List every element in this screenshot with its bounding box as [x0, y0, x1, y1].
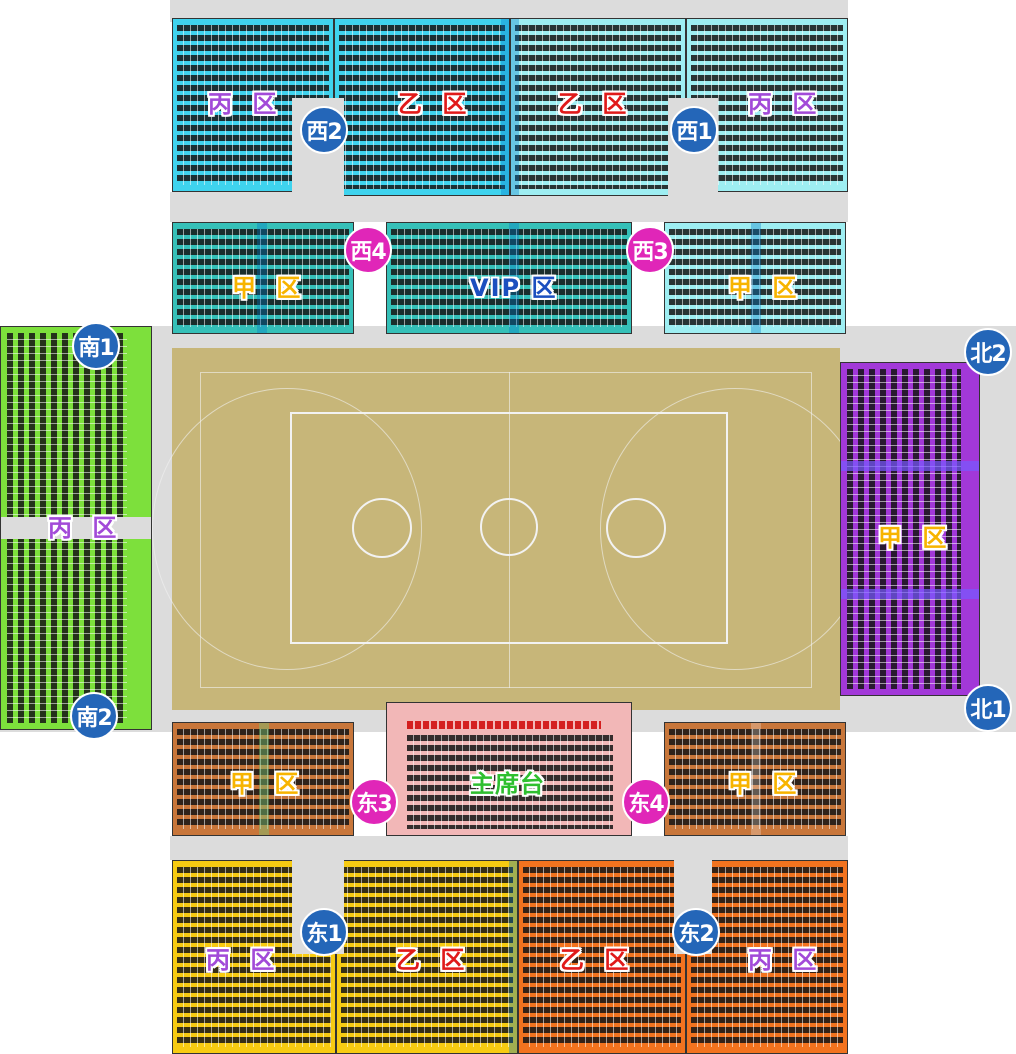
seat-grid: [391, 229, 627, 327]
zone-label-east-yi-right: 乙 区: [560, 946, 635, 974]
seat-grid: [407, 735, 613, 829]
aisle: [841, 461, 979, 471]
zone-label-east-jia-right: 甲 区: [728, 770, 803, 798]
zone-label-north-jia: 甲 区: [878, 524, 953, 552]
zone-label-south-bing: 丙 区: [48, 514, 123, 542]
basketball-court: [152, 348, 870, 710]
aisle: [257, 223, 267, 333]
aisle: [509, 861, 517, 1053]
section-east-jia-right[interactable]: [664, 722, 846, 836]
section-main-stand[interactable]: [386, 702, 632, 836]
west-gap-corridor: [170, 192, 848, 222]
gate-north1[interactable]: 北1: [964, 684, 1012, 732]
zone-label-east-bing-right: 丙 区: [748, 946, 823, 974]
zone-label-west-bing-right: 丙 区: [748, 90, 823, 118]
gate-west2[interactable]: 西2: [300, 106, 348, 154]
aisle: [259, 723, 269, 835]
section-south-bing[interactable]: [0, 326, 152, 730]
zone-label-east-bing-left: 丙 区: [206, 946, 281, 974]
west-corridor: [170, 0, 848, 22]
section-east-jia-left[interactable]: [172, 722, 354, 836]
seat-grid: [339, 25, 505, 189]
gate-south1[interactable]: 南1: [72, 322, 120, 370]
gate-west4[interactable]: 西4: [344, 226, 392, 274]
gate-east3[interactable]: 东3: [350, 778, 398, 826]
gate-west3[interactable]: 西3: [626, 226, 674, 274]
section-east-yi-right[interactable]: [518, 860, 686, 1054]
zone-label-vip: VIP 区: [470, 274, 558, 302]
section-east-bing-right[interactable]: [686, 860, 848, 1054]
gate-north2[interactable]: 北2: [964, 328, 1012, 376]
zone-label-west-yi-left: 乙 区: [398, 90, 473, 118]
seat-grid: [515, 25, 681, 189]
east-corridor-top: [170, 836, 848, 860]
zone-label-west-yi-right: 乙 区: [558, 90, 633, 118]
aisle: [841, 589, 979, 599]
gate-east4[interactable]: 东4: [622, 778, 670, 826]
seat-grid: [177, 729, 349, 829]
zone-label-east-yi-left: 乙 区: [396, 946, 471, 974]
seat-grid: [177, 229, 349, 327]
gate-west1[interactable]: 西1: [670, 106, 718, 154]
aisle: [501, 19, 509, 195]
seat-grid: [691, 867, 843, 1047]
section-west-jia-left[interactable]: [172, 222, 354, 334]
zone-label-west-jia-left: 甲 区: [232, 274, 307, 302]
south-aisle-cross: [1, 517, 151, 539]
left-three-arc: [152, 388, 422, 670]
aisle: [509, 223, 519, 333]
gate-east2[interactable]: 东2: [672, 908, 720, 956]
gate-south2[interactable]: 南2: [70, 692, 118, 740]
right-three-arc: [600, 388, 870, 670]
aisle: [751, 723, 761, 835]
section-vip[interactable]: [386, 222, 632, 334]
zone-label-main-stand: 主席台: [470, 770, 545, 798]
seat-grid: [669, 229, 841, 327]
seat-grid: [847, 369, 961, 689]
center-circle: [480, 498, 538, 556]
seat-grid: [523, 867, 681, 1047]
vip-seat-row: [407, 721, 601, 729]
section-north-jia[interactable]: [840, 362, 980, 696]
zone-label-west-jia-right: 甲 区: [728, 274, 803, 302]
section-west-jia-right[interactable]: [664, 222, 846, 334]
zone-label-east-jia-left: 甲 区: [230, 770, 305, 798]
section-west-yi-left[interactable]: [334, 18, 510, 196]
zone-label-west-bing-left: 丙 区: [208, 90, 283, 118]
section-east-yi-left[interactable]: [336, 860, 518, 1054]
seat-grid: [341, 867, 513, 1047]
aisle: [511, 19, 519, 195]
seat-grid: [669, 729, 841, 829]
section-west-yi-right[interactable]: [510, 18, 686, 196]
aisle: [751, 223, 761, 333]
gate-east1[interactable]: 东1: [300, 908, 348, 956]
